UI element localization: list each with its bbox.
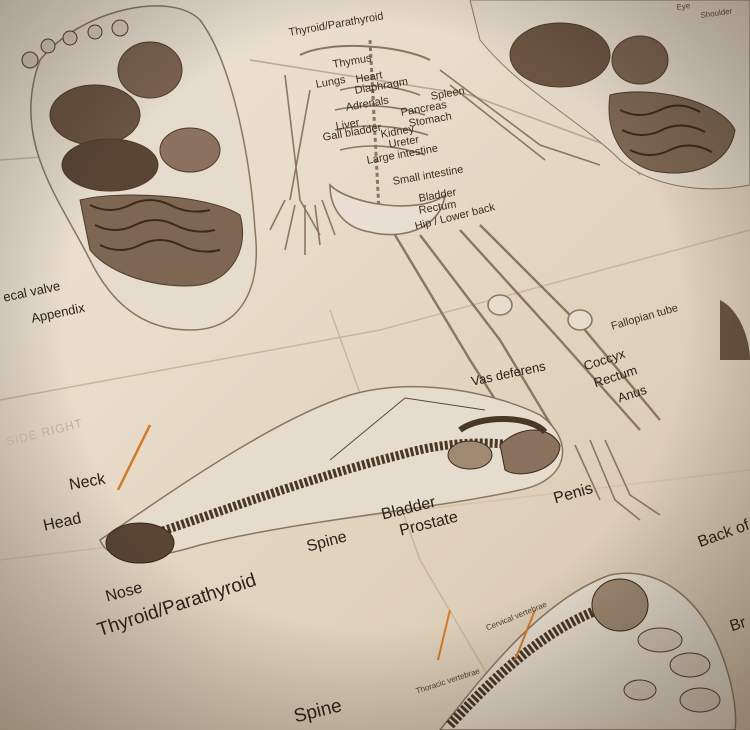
vignette xyxy=(0,0,750,730)
reflexology-chart-photo: ecal valve Appendix Thyroid/Parathyroid … xyxy=(0,0,750,730)
chart-illustration xyxy=(0,0,750,730)
